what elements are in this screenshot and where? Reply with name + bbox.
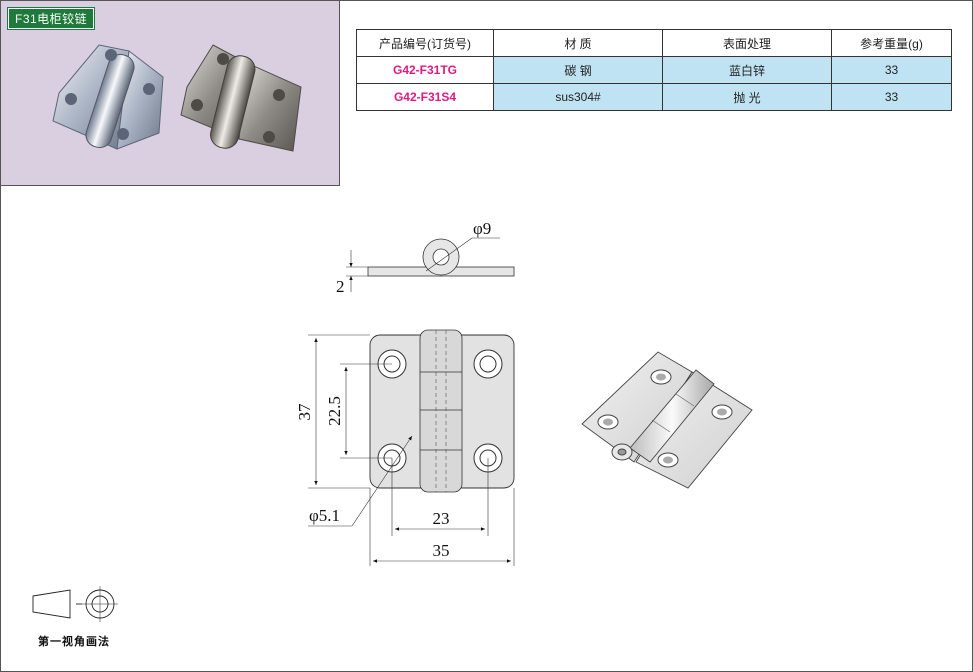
first-angle-projection-icon	[32, 586, 118, 622]
front-view: 37 22.5 φ5.1 23 35	[295, 329, 515, 566]
header-finish: 表面处理	[662, 29, 832, 57]
product-tag: F31电柜铰链	[8, 8, 95, 29]
cell-weight: 33	[831, 83, 952, 111]
side-view: φ9 2	[336, 219, 515, 296]
cell-finish: 抛 光	[662, 83, 832, 111]
cell-material: sus304#	[493, 83, 663, 111]
mounting-hole	[473, 349, 503, 379]
width-label: 35	[433, 541, 450, 560]
projection-label: 第一视角画法	[38, 636, 110, 648]
thickness-label: 2	[336, 277, 345, 296]
cell-code: G42-F31S4	[356, 83, 494, 111]
header-weight: 参考重量(g)	[831, 29, 952, 57]
pin-diameter-label: φ9	[473, 219, 491, 238]
hole-pitch-v-label: 22.5	[325, 396, 344, 426]
product-photo-panel: F31电柜铰链	[1, 1, 340, 186]
hole-pitch-h-label: 23	[433, 509, 450, 528]
stainless-hinge-photo	[180, 44, 302, 152]
cell-finish: 蓝白锌	[662, 56, 832, 84]
cell-code: G42-F31TG	[356, 56, 494, 84]
isometric-view	[581, 351, 753, 489]
cell-material: 碳 钢	[493, 56, 663, 84]
zinc-hinge-photo	[52, 44, 164, 150]
table-row: G42-F31S4 sus304# 抛 光 33	[356, 83, 952, 111]
height-label: 37	[295, 403, 314, 421]
table-row: G42-F31TG 碳 钢 蓝白锌 33	[356, 56, 952, 84]
spec-table: 产品编号(订货号) 材 质 表面处理 参考重量(g) G42-F31TG 碳 钢…	[356, 29, 952, 111]
product-photo	[52, 44, 302, 152]
header-code: 产品编号(订货号)	[356, 29, 494, 57]
hole-diameter-label: φ5.1	[309, 506, 340, 525]
